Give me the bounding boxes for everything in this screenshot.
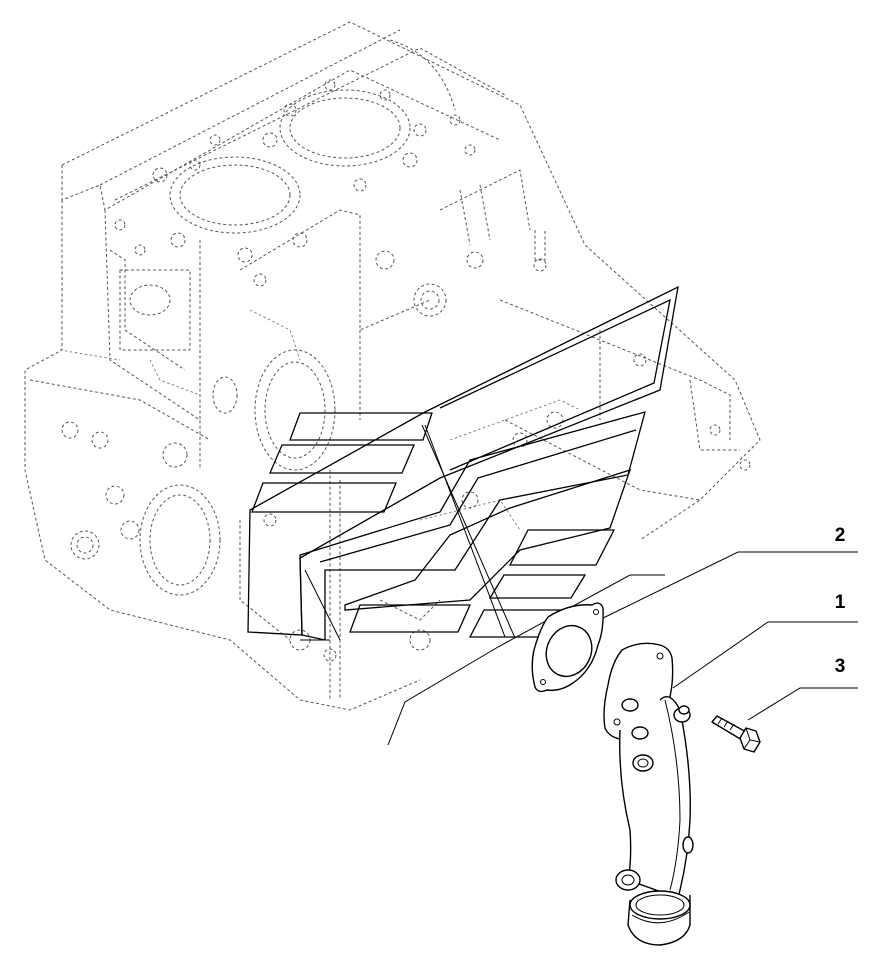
- leader-lines: [387, 551, 858, 746]
- bolt-part: [711, 715, 761, 753]
- gasket-part: [531, 602, 604, 693]
- engine-block-phantom: [24, 21, 761, 711]
- leader-1: [672, 621, 858, 689]
- pipe-elbow-part: [603, 642, 694, 946]
- section-plates: [247, 285, 679, 641]
- callout-1: 1: [835, 592, 846, 613]
- leader-3: [747, 687, 858, 721]
- callout-3: 3: [835, 656, 846, 677]
- callouts: 2 1 3: [835, 525, 846, 677]
- callout-2: 2: [835, 525, 846, 546]
- leader-2: [594, 551, 858, 623]
